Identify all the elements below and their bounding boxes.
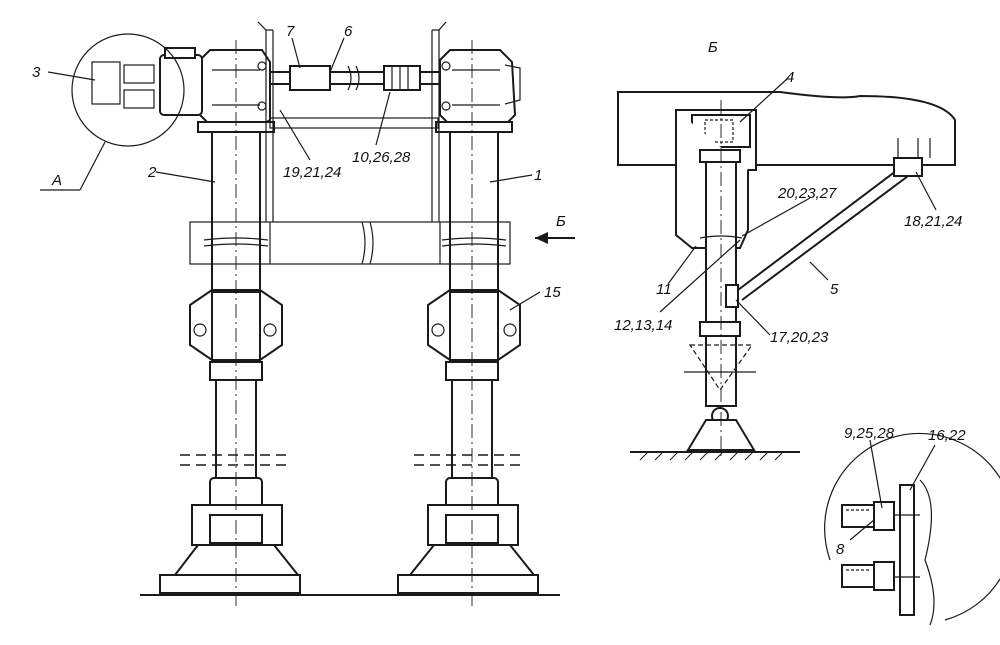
view-b (617, 91, 956, 460)
label-b-view: Б (708, 39, 718, 56)
leg-2 (159, 40, 301, 610)
label-2: 2 (147, 164, 157, 181)
labels: 3 А 2 1 7 6 19,21,24 10,26,28 Б 15 Б 4 2… (32, 23, 966, 558)
leg-1 (397, 40, 539, 610)
label-19-21-24: 19,21,24 (283, 164, 341, 181)
view-arrow-b (535, 232, 575, 244)
detail-a-view (824, 432, 1000, 626)
label-b-arrow: Б (556, 213, 566, 230)
label-17-20-23: 17,20,23 (770, 329, 829, 346)
label-20-23-27: 20,23,27 (777, 185, 837, 202)
label-1: 1 (534, 167, 542, 184)
cross-beam (189, 21, 511, 265)
label-5: 5 (830, 281, 839, 298)
label-a: А (51, 172, 62, 189)
label-3: 3 (32, 64, 41, 81)
label-15: 15 (544, 284, 561, 301)
label-9-25-28: 9,25,28 (844, 425, 895, 442)
label-16-22: 16,22 (928, 427, 966, 444)
label-6: 6 (344, 23, 353, 40)
leader-lines (47, 37, 937, 541)
label-10-26-28: 10,26,28 (352, 149, 411, 166)
detail-a-callout (40, 33, 185, 191)
label-7: 7 (286, 23, 295, 40)
ground-hatch-b (639, 451, 784, 461)
label-4: 4 (786, 69, 794, 86)
label-11: 11 (656, 281, 672, 298)
label-12-13-14: 12,13,14 (614, 317, 672, 334)
drive-shaft (257, 61, 451, 111)
label-18-21-24: 18,21,24 (904, 213, 962, 230)
label-8: 8 (836, 541, 845, 558)
